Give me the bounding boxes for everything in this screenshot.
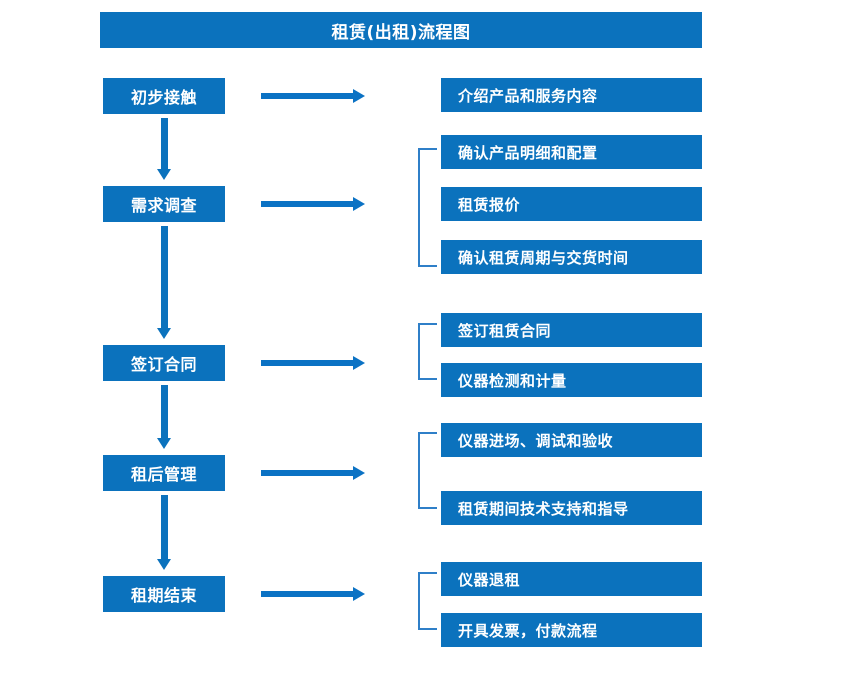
arrow-postrental-to-leaseend	[157, 495, 171, 570]
detail-box-confirm-rental-period[interactable]: 确认租赁周期与交货时间	[441, 240, 702, 274]
arrow-shaft	[261, 201, 354, 207]
arrow-survey-to-details	[261, 197, 365, 211]
detail-box-instrument-inspection[interactable]: 仪器检测和计量	[441, 363, 702, 397]
detail-box-rental-quotation[interactable]: 租赁报价	[441, 187, 702, 221]
arrow-survey-to-contract	[157, 226, 171, 339]
detail-box-invoice-payment[interactable]: 开具发票，付款流程	[441, 613, 702, 647]
detail-box-instrument-return[interactable]: 仪器退租	[441, 562, 702, 596]
arrow-head-right-icon	[353, 89, 365, 103]
arrow-shaft	[261, 591, 354, 597]
arrow-head-down-icon	[157, 438, 171, 449]
arrow-contact-to-details	[261, 89, 365, 103]
arrow-head-right-icon	[353, 587, 365, 601]
arrow-contract-to-details	[261, 356, 365, 370]
page-title: 租赁(出租)流程图	[100, 12, 702, 48]
arrow-shaft	[261, 470, 354, 476]
bracket-post-rental	[418, 432, 437, 509]
arrow-head-down-icon	[157, 559, 171, 570]
arrow-head-down-icon	[157, 328, 171, 339]
arrow-head-right-icon	[353, 356, 365, 370]
arrow-shaft	[161, 118, 168, 169]
stage-box-needs-survey[interactable]: 需求调查	[103, 186, 225, 222]
arrow-contract-to-postrental	[157, 385, 171, 449]
arrow-head-right-icon	[353, 466, 365, 480]
stage-box-sign-contract[interactable]: 签订合同	[103, 345, 225, 381]
arrow-shaft	[161, 495, 168, 559]
bracket-sign-contract	[418, 323, 437, 380]
arrow-leaseend-to-details	[261, 587, 365, 601]
detail-box-sign-rental-contract[interactable]: 签订租赁合同	[441, 313, 702, 347]
arrow-shaft	[161, 385, 168, 438]
detail-box-confirm-product-details[interactable]: 确认产品明细和配置	[441, 135, 702, 169]
arrow-shaft	[261, 360, 354, 366]
arrow-shaft	[261, 93, 354, 99]
stage-box-lease-end[interactable]: 租期结束	[103, 576, 225, 612]
arrow-contact-to-survey	[157, 118, 171, 180]
arrow-head-right-icon	[353, 197, 365, 211]
detail-box-technical-support[interactable]: 租赁期间技术支持和指导	[441, 491, 702, 525]
detail-box-introduce-products[interactable]: 介绍产品和服务内容	[441, 78, 702, 112]
stage-box-post-rental-management[interactable]: 租后管理	[103, 455, 225, 491]
detail-box-instrument-delivery-commissioning[interactable]: 仪器进场、调试和验收	[441, 423, 702, 457]
stage-box-initial-contact[interactable]: 初步接触	[103, 78, 225, 114]
arrow-shaft	[161, 226, 168, 328]
arrow-head-down-icon	[157, 169, 171, 180]
bracket-needs-survey	[418, 148, 437, 267]
bracket-lease-end	[418, 572, 437, 630]
arrow-postrental-to-details	[261, 466, 365, 480]
